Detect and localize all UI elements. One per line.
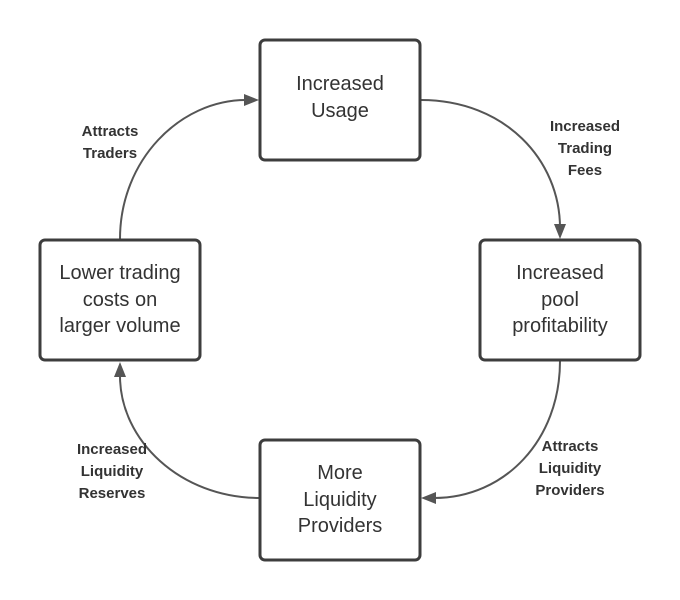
node-increased-pool-profitability-box <box>478 238 642 362</box>
edge-label-increased-liquidity-reserves-line-1: Increased <box>77 441 147 458</box>
edge-label-increased-liquidity-reserves: Increased Liquidity Reserves <box>77 441 147 502</box>
edge-label-attracts-liquidity-providers-line-3: Providers <box>535 482 604 499</box>
edge-label-increased-liquidity-reserves-line-2: Liquidity <box>81 463 144 480</box>
edge-bottom-to-left <box>114 362 261 499</box>
node-more-liquidity-providers-line-3: Providers <box>298 515 382 537</box>
edge-label-attracts-traders: Attracts Traders <box>82 123 139 162</box>
edge-left-to-top-arrowhead <box>244 94 259 106</box>
node-more-liquidity-providers: More Liquidity Providers <box>258 438 422 562</box>
edge-label-increased-trading-fees-line-1: Increased <box>550 118 620 135</box>
edge-right-to-bottom <box>421 360 561 504</box>
edge-top-to-right <box>420 99 566 239</box>
node-lower-trading-costs-box <box>38 238 202 362</box>
edge-label-attracts-liquidity-providers-line-1: Attracts <box>542 438 599 455</box>
node-increased-usage-line-2: Usage <box>311 100 369 122</box>
node-increased-usage: Increased Usage <box>258 38 422 162</box>
edge-label-attracts-traders-line-2: Traders <box>83 145 137 162</box>
node-increased-pool-profitability-line-2: pool <box>541 289 579 311</box>
node-lower-trading-costs-line-2: costs on <box>83 289 157 311</box>
edge-label-increased-trading-fees-line-2: Trading <box>558 140 612 157</box>
edge-label-increased-liquidity-reserves-line-3: Reserves <box>79 485 146 502</box>
node-increased-pool-profitability-line-3: profitability <box>512 315 608 337</box>
node-more-liquidity-providers-line-2: Liquidity <box>303 489 376 511</box>
edge-label-attracts-liquidity-providers: Attracts Liquidity Providers <box>535 438 604 499</box>
edge-right-to-bottom-line <box>433 360 561 499</box>
node-increased-usage-line-1: Increased <box>296 73 384 95</box>
edge-bottom-to-left-line <box>119 375 261 499</box>
node-more-liquidity-providers-box <box>258 438 422 562</box>
node-increased-usage-box <box>258 38 422 162</box>
edge-label-attracts-liquidity-providers-line-2: Liquidity <box>539 460 602 477</box>
edge-left-to-top <box>119 94 259 240</box>
edge-top-to-right-arrowhead <box>554 224 566 239</box>
edge-label-increased-trading-fees-line-3: Fees <box>568 162 602 179</box>
edge-label-attracts-traders-line-1: Attracts <box>82 123 139 140</box>
node-increased-pool-profitability-line-1: Increased <box>516 262 604 284</box>
edge-bottom-to-left-arrowhead <box>114 362 126 377</box>
edge-right-to-bottom-arrowhead <box>421 492 436 504</box>
node-lower-trading-costs-line-3: larger volume <box>59 315 180 337</box>
edge-top-to-right-line <box>420 99 561 229</box>
node-more-liquidity-providers-line-1: More <box>317 462 363 484</box>
node-lower-trading-costs-line-1: Lower trading <box>59 262 180 284</box>
node-lower-trading-costs: Lower trading costs on larger volume <box>38 238 202 362</box>
edge-left-to-top-line <box>119 99 247 240</box>
node-increased-pool-profitability: Increased pool profitability <box>478 238 642 362</box>
edge-label-increased-trading-fees: Increased Trading Fees <box>550 118 620 179</box>
